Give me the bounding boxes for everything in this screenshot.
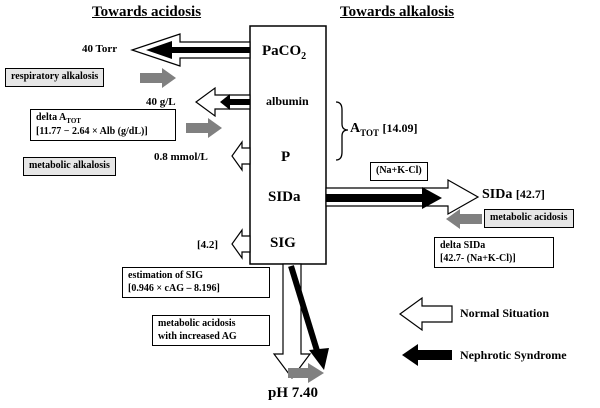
label-atot: ATOT [14.09]	[350, 121, 418, 138]
met-acid-ag-line2: with increased AG	[158, 330, 237, 342]
label-paco2: PaCO2	[262, 43, 307, 62]
label-ph: pH 7.40	[268, 385, 319, 401]
box-delta-sida: delta SIDa [42.7- (Na+K-Cl)]	[434, 237, 554, 268]
ph-nephrotic-shaft	[288, 265, 321, 355]
legend-nephrotic-label: Nephrotic Syndrome	[460, 348, 567, 362]
label-sida: SIDa	[268, 189, 301, 205]
box-respiratory-alkalosis: respiratory alkalosis	[5, 68, 105, 87]
header-acidosis: Towards acidosis	[92, 4, 202, 20]
delta-atot-line1: delta ATOT	[36, 112, 81, 125]
delta-atot-line2: [11.77 − 2.64 × Alb (g/dL)]	[36, 125, 148, 137]
delta-sida-line1: delta SIDa	[440, 240, 486, 251]
box-estimation-sig: estimation of SIG [0.946 × cAG – 8.196]	[122, 267, 270, 298]
label-albumin: albumin	[266, 94, 309, 108]
label-sig-value: [4.2]	[197, 239, 219, 251]
label-40-torr: 40 Torr	[82, 43, 118, 55]
label-40-gl: 40 g/L	[146, 96, 176, 108]
center-box	[249, 25, 327, 265]
box-metabolic-acidosis: metabolic acidosis	[484, 209, 574, 228]
legend-nephrotic-arrow	[402, 344, 452, 366]
header-alkalosis: Towards alkalosis	[340, 4, 455, 20]
legend-normal-arrow	[398, 296, 453, 332]
box-metabolic-acidosis-ag: metabolic acidosis with increased AG	[152, 315, 270, 346]
met-acid-ag-line1: metabolic acidosis	[158, 318, 236, 329]
ph-gray-arrow	[288, 363, 324, 383]
box-na-k-cl: (Na+K-Cl)	[370, 162, 428, 181]
estimation-sig-line1: estimation of SIG	[128, 270, 203, 281]
label-sida-right: SIDa [42.7]	[482, 187, 545, 202]
label-sig: SIG	[270, 235, 296, 251]
sig-normal-arrow	[231, 228, 251, 260]
met-acid-gray-arrow	[446, 209, 482, 229]
ph-normal-arrow	[272, 263, 312, 379]
ph-nephrotic-head	[309, 348, 329, 370]
paco2-nephrotic-arrow	[146, 41, 250, 59]
box-delta-atot: delta ATOT [11.77 − 2.64 × Alb (g/dL)]	[30, 109, 176, 142]
resp-alk-gray-arrow	[140, 68, 176, 88]
label-0-8-mmol: 0.8 mmol/L	[154, 151, 208, 163]
delta-sida-line2: [42.7- (Na+K-Cl)]	[440, 252, 516, 264]
legend-normal-label: Normal Situation	[460, 306, 550, 320]
estimation-sig-line2: [0.946 × cAG – 8.196]	[128, 282, 220, 294]
albumin-nephrotic-arrow	[220, 94, 250, 110]
p-normal-arrow	[231, 140, 251, 172]
atot-brace	[335, 101, 349, 161]
delta-atot-gray-arrow	[186, 118, 222, 138]
label-p: P	[281, 149, 291, 165]
sida-nephrotic-arrow	[326, 187, 442, 209]
box-metabolic-alkalosis: metabolic alkalosis	[23, 157, 116, 176]
